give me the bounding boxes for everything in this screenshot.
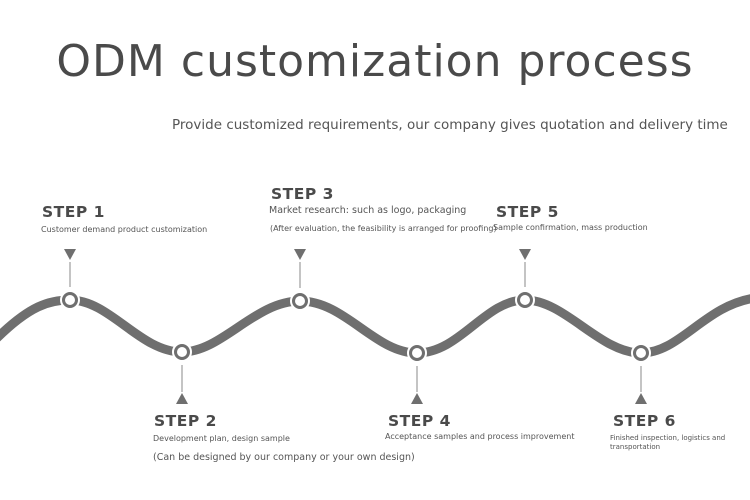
step-6-label: STEP 6 — [613, 412, 676, 430]
step-4-label: STEP 4 — [388, 412, 451, 430]
arrow-down-icon — [294, 249, 306, 260]
step-2-label: STEP 2 — [154, 412, 217, 430]
step-3-note: (After evaluation, the feasibility is ar… — [270, 224, 497, 233]
step-node-center — [636, 348, 646, 358]
wave-line — [0, 294, 750, 358]
step-node-center — [65, 295, 75, 305]
arrow-down-icon — [519, 249, 531, 260]
page-subtitle: Provide customized requirements, our com… — [172, 117, 728, 133]
step-node-center — [412, 348, 422, 358]
step-3-label: STEP 3 — [271, 185, 334, 203]
step-5-desc: Sample confirmation, mass production — [493, 223, 648, 232]
page-title: ODM customization process — [56, 36, 694, 87]
arrow-up-icon — [411, 393, 423, 404]
step-3-desc: Market research: such as logo, packaging — [269, 205, 467, 216]
arrow-up-icon — [635, 393, 647, 404]
step-node-center — [520, 295, 530, 305]
step-5-label: STEP 5 — [496, 203, 559, 221]
arrow-up-icon — [176, 393, 188, 404]
step-node-center — [295, 296, 305, 306]
step-4-desc: Acceptance samples and process improveme… — [385, 432, 575, 441]
step-2-note: (Can be designed by our company or your … — [153, 452, 415, 463]
step-6-desc-line2: transportation — [610, 443, 661, 451]
step-2-desc: Development plan, design sample — [153, 434, 290, 443]
step-6-desc: Finished inspection, logistics and — [610, 434, 726, 442]
step-1-label: STEP 1 — [42, 203, 105, 221]
step-1-desc: Customer demand product customization — [41, 225, 208, 234]
arrow-down-icon — [64, 249, 76, 260]
step-node-center — [177, 347, 187, 357]
